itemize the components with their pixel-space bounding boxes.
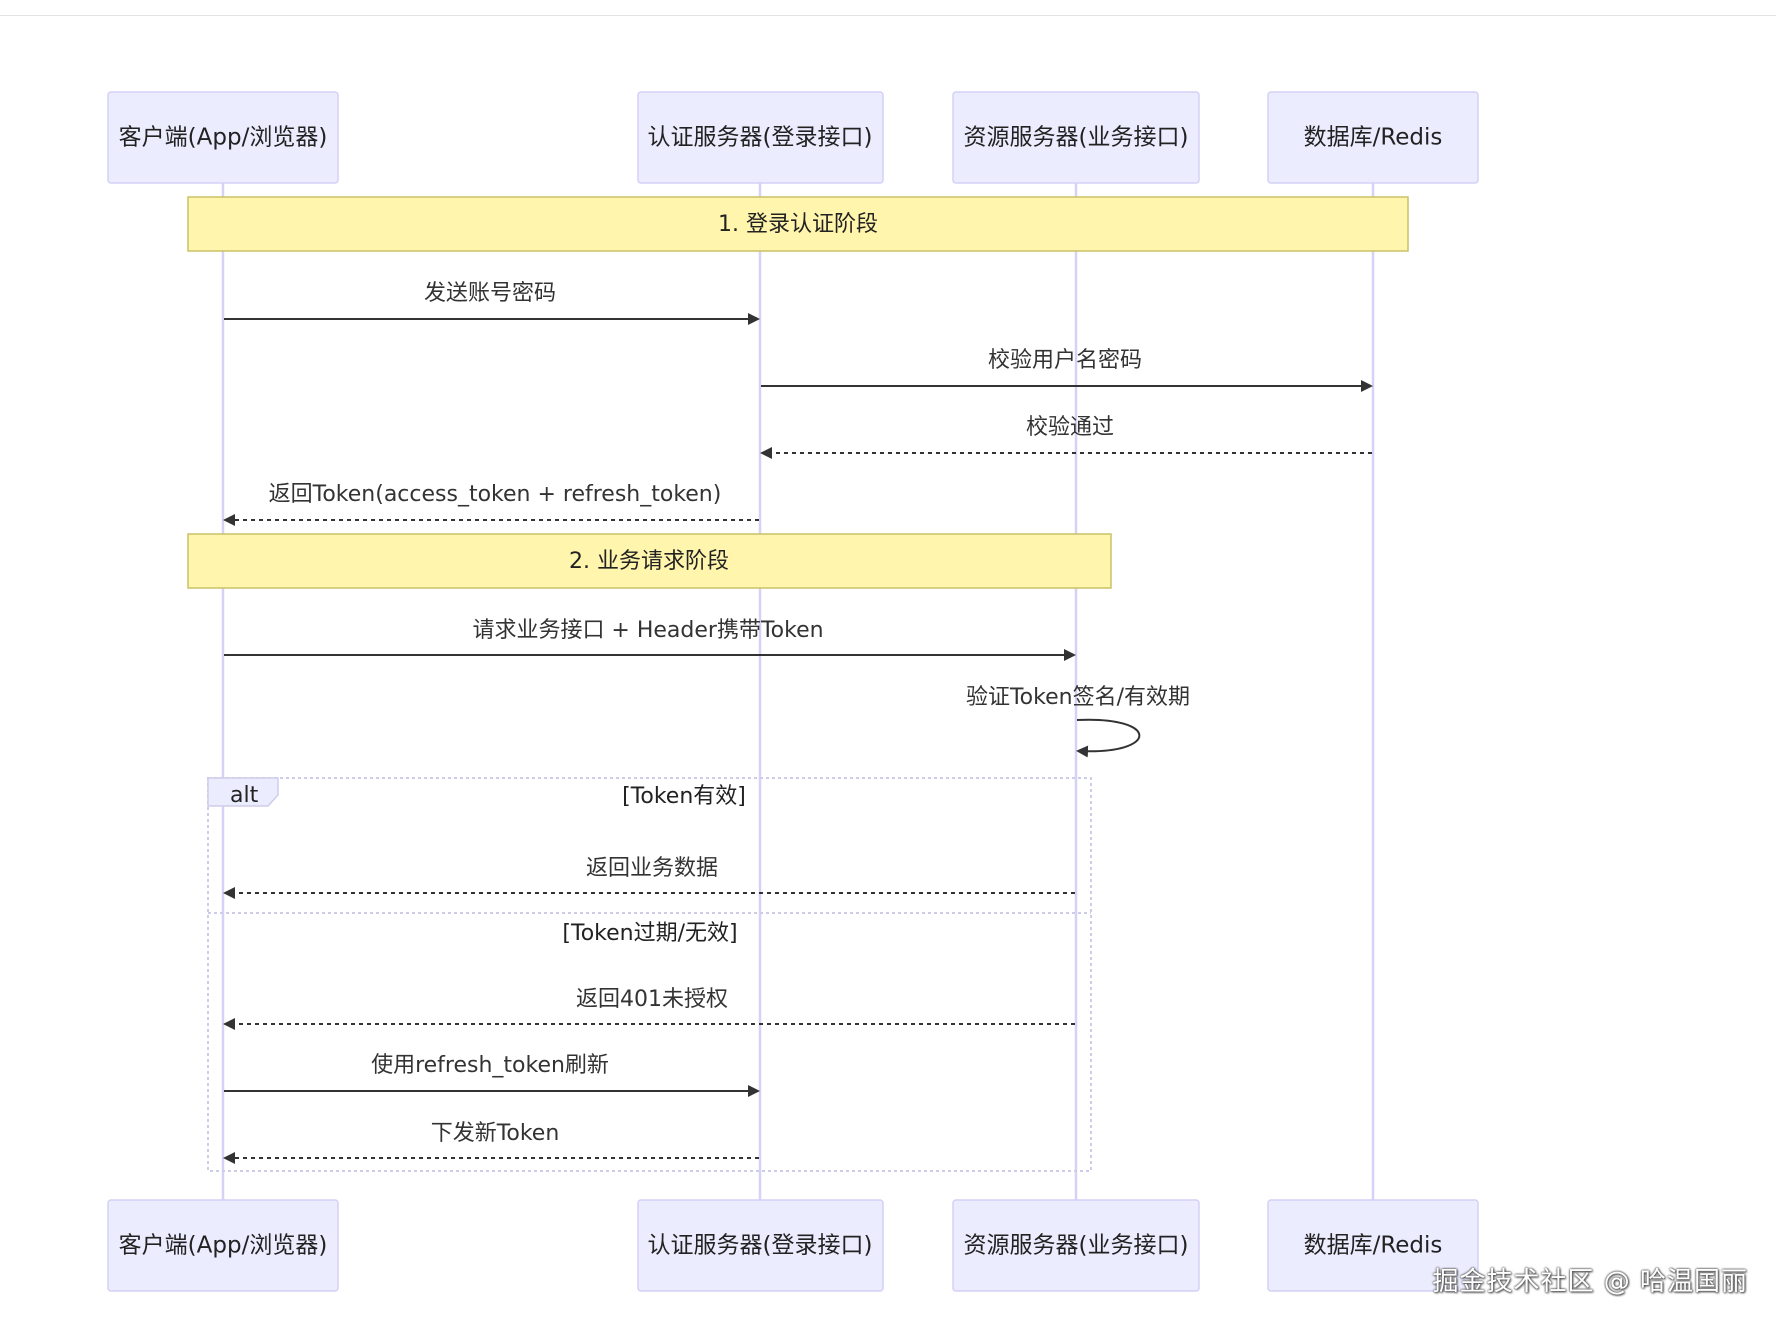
alt-condition-expired: [Token过期/无效] bbox=[562, 921, 737, 946]
alt-condition-valid: [Token有效] bbox=[622, 784, 746, 809]
actor-client-top: 客户端(App/浏览器) bbox=[107, 91, 339, 184]
actor-client-bottom: 客户端(App/浏览器) bbox=[107, 1199, 339, 1292]
top-divider bbox=[0, 15, 1776, 16]
note-business-phase-label: 2. 业务请求阶段 bbox=[569, 549, 729, 574]
watermark: 掘金技术社区 @ 哈温国丽 bbox=[1432, 1267, 1748, 1297]
alt-frame: alt [Token有效] [Token过期/无效] bbox=[207, 777, 1092, 1172]
actor-auth-top: 认证服务器(登录接口) bbox=[637, 91, 884, 184]
actor-db-top-label: 数据库/Redis bbox=[1304, 125, 1443, 151]
msg-return-401-label: 返回401未授权 bbox=[576, 987, 728, 1012]
actor-resource-bottom-label: 资源服务器(业务接口) bbox=[964, 1233, 1189, 1259]
actor-resource-top: 资源服务器(业务接口) bbox=[952, 91, 1200, 184]
msg-refresh-token-label: 使用refresh_token刷新 bbox=[371, 1053, 609, 1078]
msg-send-credentials-label: 发送账号密码 bbox=[424, 281, 556, 306]
msg-new-token-label: 下发新Token bbox=[431, 1121, 560, 1146]
actor-client-top-label: 客户端(App/浏览器) bbox=[119, 125, 328, 151]
actor-auth-bottom-label: 认证服务器(登录接口) bbox=[648, 1233, 873, 1259]
msg-request-api-label: 请求业务接口 + Header携带Token bbox=[472, 618, 823, 643]
msg-verify-passed-label: 校验通过 bbox=[1026, 415, 1114, 440]
alt-tag-label: alt bbox=[230, 783, 259, 808]
actor-auth-top-label: 认证服务器(登录接口) bbox=[648, 125, 873, 151]
msg-return-data-label: 返回业务数据 bbox=[586, 856, 718, 881]
actor-resource-bottom: 资源服务器(业务接口) bbox=[952, 1199, 1200, 1292]
note-login-phase: 1. 登录认证阶段 bbox=[187, 196, 1409, 252]
actor-db-bottom: 数据库/Redis bbox=[1267, 1199, 1479, 1292]
actor-client-bottom-label: 客户端(App/浏览器) bbox=[119, 1233, 328, 1259]
note-login-phase-label: 1. 登录认证阶段 bbox=[718, 212, 878, 237]
msg-validate-token-label: 验证Token签名/有效期 bbox=[966, 685, 1190, 710]
msg-return-token-label: 返回Token(access_token + refresh_token) bbox=[269, 482, 722, 507]
msg-verify-credentials-label: 校验用户名密码 bbox=[988, 348, 1142, 373]
alt-tag-shape bbox=[207, 777, 279, 807]
msg-validate-token-arrow bbox=[1076, 718, 1141, 758]
actor-auth-bottom: 认证服务器(登录接口) bbox=[637, 1199, 884, 1292]
actor-resource-top-label: 资源服务器(业务接口) bbox=[964, 125, 1189, 151]
actor-db-top: 数据库/Redis bbox=[1267, 91, 1479, 184]
actor-db-bottom-label: 数据库/Redis bbox=[1304, 1233, 1443, 1259]
note-business-phase: 2. 业务请求阶段 bbox=[187, 533, 1112, 589]
